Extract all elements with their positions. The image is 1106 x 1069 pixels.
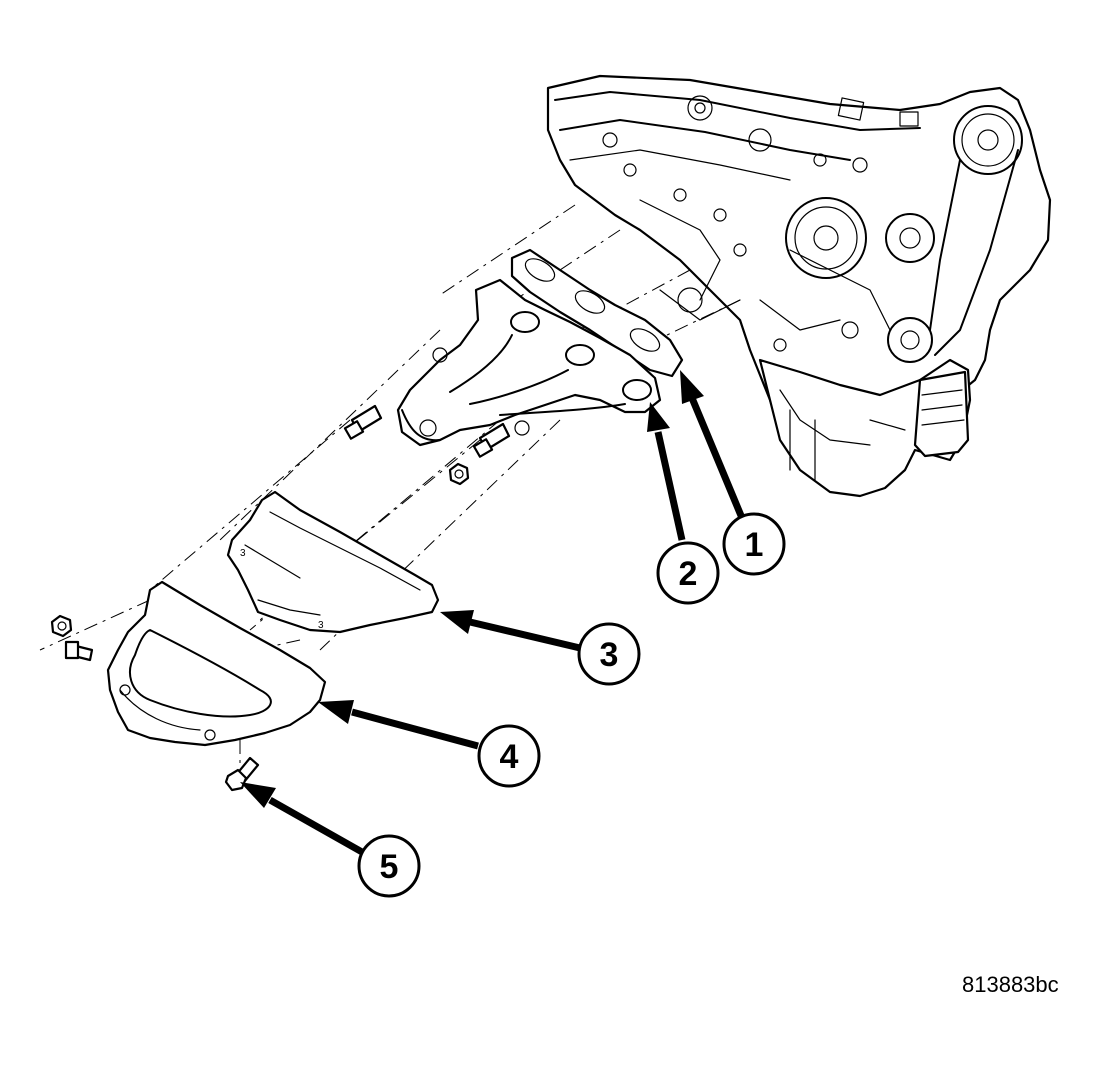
- callout-5: 5: [357, 834, 421, 898]
- callout-1-number: 1: [745, 526, 764, 564]
- svg-text:3: 3: [318, 620, 324, 631]
- callout-1: 1: [722, 512, 786, 576]
- manifold-studs: [343, 404, 511, 486]
- callout-4-number: 4: [500, 738, 519, 776]
- exhaust-manifold-gasket: [510, 248, 684, 378]
- svg-text:3: 3: [240, 548, 246, 559]
- exhaust-manifold: [396, 278, 662, 447]
- outer-heat-shield: [106, 580, 327, 747]
- engine-assembly: [546, 74, 1052, 498]
- figure-id: 813883bc: [962, 972, 1059, 997]
- heat-shield-bolt: [224, 756, 260, 792]
- heat-shield-bolts: [50, 614, 94, 662]
- callout-2: 2: [656, 541, 720, 605]
- callout-4: 4: [477, 724, 541, 788]
- callout-2-number: 2: [679, 555, 698, 593]
- callout-leaders: [240, 370, 746, 856]
- inner-heat-shield: 3 3: [226, 490, 440, 634]
- callout-3-number: 3: [600, 636, 619, 674]
- callout-3: 3: [577, 622, 641, 686]
- callout-5-number: 5: [380, 848, 399, 886]
